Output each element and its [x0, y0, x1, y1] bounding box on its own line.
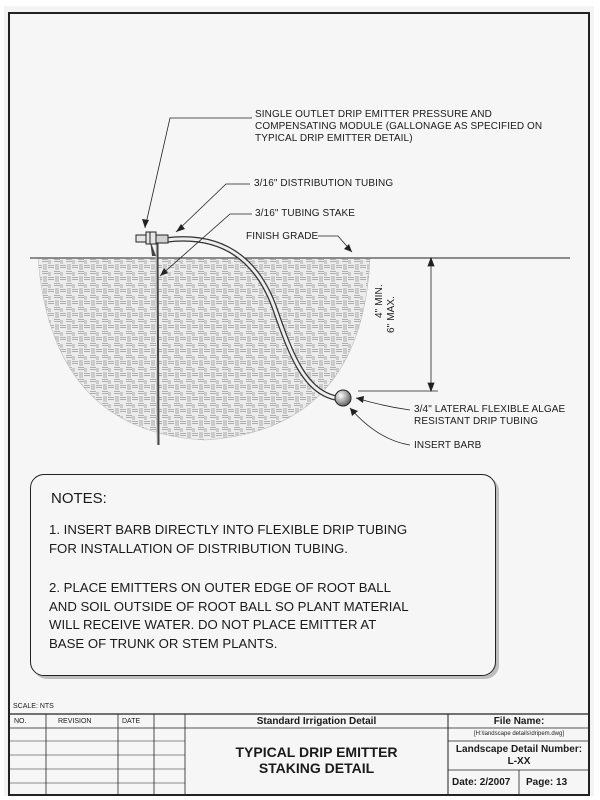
tubing-stake-callout: 3/16" TUBING STAKE: [255, 208, 356, 219]
insert-barb-callout: INSERT BARB: [414, 440, 482, 451]
emitter-module: [135, 231, 169, 245]
lateral-tubing-callout-line-2: RESISTANT DRIP TUBING: [414, 416, 539, 427]
lateral-tubing-callout-line-1: 3/4" LATERAL FLEXIBLE ALGAE: [414, 404, 566, 415]
leader-barb: [349, 407, 411, 446]
scale-label: SCALE: NTS: [13, 703, 54, 710]
note-2-line-4: BASE OF TRUNK OR STEM PLANTS.: [49, 635, 278, 651]
detail-number: L-XX: [507, 756, 531, 767]
depth-max-label: 6" MAX.: [386, 295, 397, 333]
title-block-lines: [9, 713, 590, 796]
file-path: [H:\landscape details\dripem.dwg]: [473, 731, 565, 737]
emitter-module-callout-line-2: COMPENSATING MODULE (GALLONAGE AS SPECIF…: [255, 121, 543, 132]
date-field: Date: 2/2007: [452, 777, 511, 788]
depth-min-label: 4" MIN.: [374, 284, 385, 318]
note-2: 2. PLACE EMITTERS ON OUTER EDGE OF ROOT …: [49, 579, 489, 653]
drawing-title-line-2: STAKING DETAIL: [258, 760, 375, 776]
leader-distribution: [175, 183, 250, 233]
emitter-module-callout-line-3: TYPICAL DRIP EMITTER DETAIL): [255, 133, 413, 144]
depth-dimension: [358, 256, 438, 393]
page-field: Page: 13: [526, 777, 568, 788]
leader-stake: [159, 213, 252, 277]
revision-col-revision: REVISION: [58, 718, 92, 725]
leader-emitter: [144, 117, 252, 229]
lateral-tubing-callout: 3/4" LATERAL FLEXIBLE ALGAE RESISTANT DR…: [414, 404, 565, 428]
notes-title: NOTES:: [51, 490, 107, 507]
distribution-tubing-callout: 3/16" DISTRIBUTION TUBING: [254, 178, 394, 189]
insert-barb: [334, 389, 352, 407]
note-2-line-2: AND SOIL OUTSIDE OF ROOT BALL SO PLANT M…: [49, 598, 409, 614]
note-1-line-1: 1. INSERT BARB DIRECTLY INTO FLEXIBLE DR…: [49, 522, 408, 537]
detail-number-label: Landscape Detail Number:: [455, 744, 583, 755]
emitter-module-callout: SINGLE OUTLET DRIP EMITTER PRESSURE AND …: [255, 109, 542, 145]
note-2-line-3: WILL RECEIVE WATER. DO NOT PLACE EMITTER…: [49, 617, 377, 632]
drawing-title-line-1: TYPICAL DRIP EMITTER: [235, 744, 398, 760]
notes-box: NOTES: 1. INSERT BARB DIRECTLY INTO FLEX…: [30, 474, 496, 676]
note-1: 1. INSERT BARB DIRECTLY INTO FLEXIBLE DR…: [49, 521, 489, 558]
finish-grade-callout: FINISH GRADE: [246, 231, 319, 242]
emitter-module-callout-line-1: SINGLE OUTLET DRIP EMITTER PRESSURE AND: [255, 109, 492, 120]
revision-col-date: DATE: [122, 718, 141, 725]
file-name-label: File Name:: [493, 716, 545, 727]
title-block-header: Standard Irrigation Detail: [256, 716, 377, 727]
note-1-line-2: FOR INSTALLATION OF DISTRIBUTION TUBING.: [49, 540, 348, 556]
revision-col-no: NO.: [14, 718, 27, 725]
soil-root-ball: [37, 257, 371, 441]
note-2-line-1: 2. PLACE EMITTERS ON OUTER EDGE OF ROOT …: [49, 580, 391, 595]
leader-lateral: [355, 397, 411, 411]
drawing-title: TYPICAL DRIP EMITTER STAKING DETAIL: [185, 744, 448, 776]
